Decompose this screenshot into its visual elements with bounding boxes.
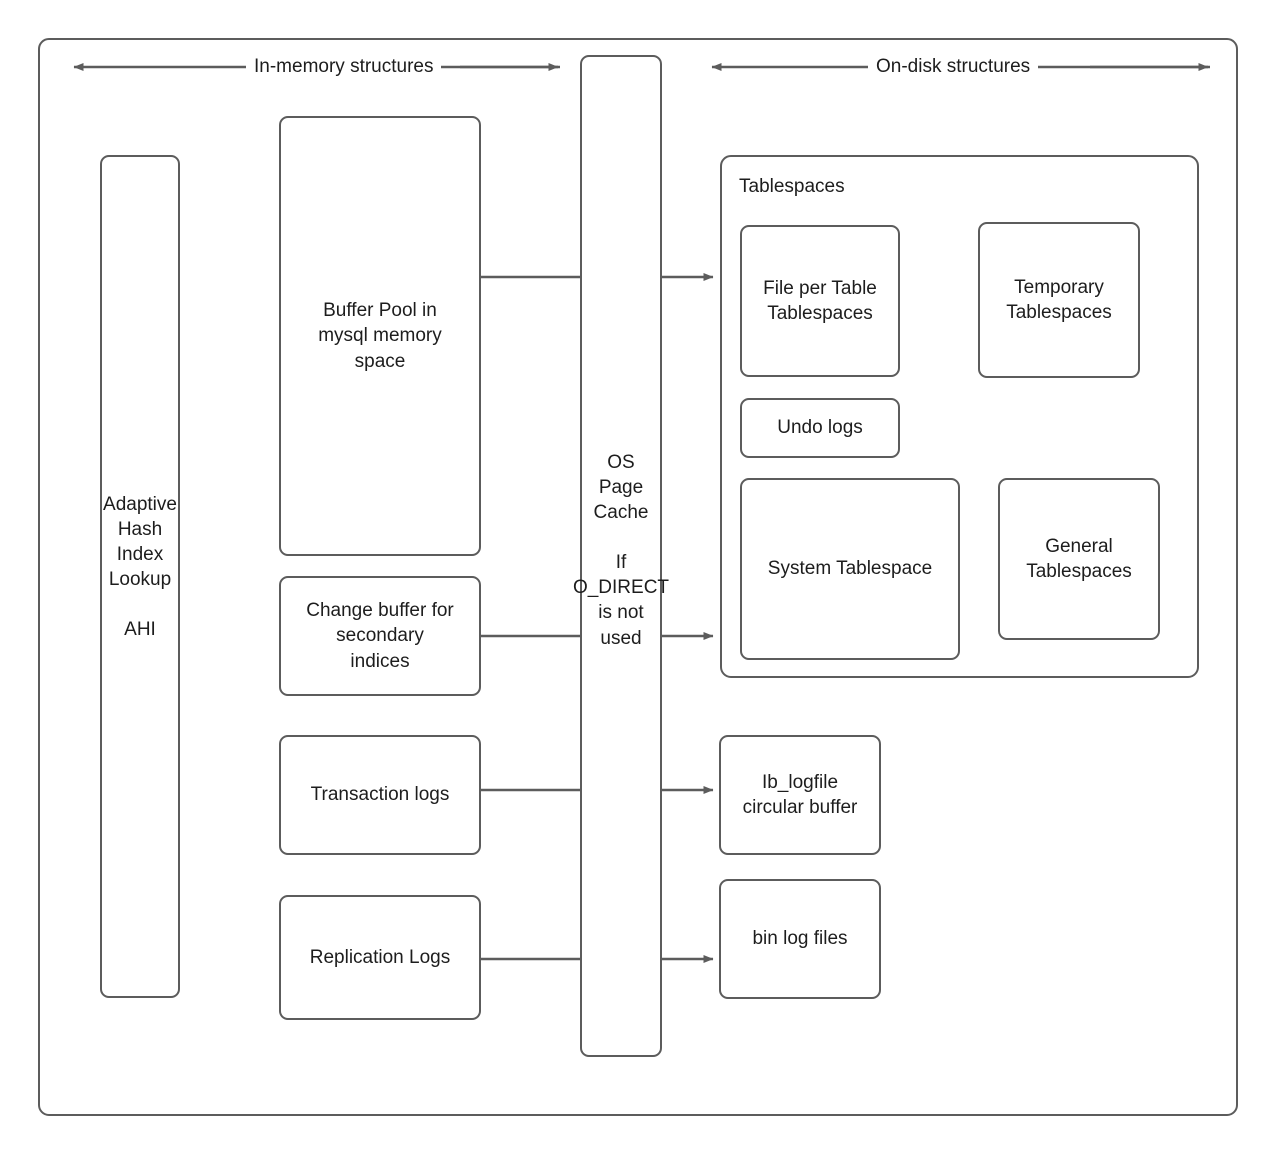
axis-label-on-disk: On-disk structures <box>868 56 1039 78</box>
axis-label-in-memory: In-memory structures <box>246 56 442 78</box>
outer-frame <box>38 38 1238 1116</box>
group-tablespaces <box>720 155 1199 678</box>
box-undo-logs[interactable]: Undo logs <box>740 398 900 458</box>
box-general-tablespaces[interactable]: General Tablespaces <box>998 478 1160 640</box>
box-system-tablespace[interactable]: System Tablespace <box>740 478 960 660</box>
box-temporary-tablespaces[interactable]: Temporary Tablespaces <box>978 222 1140 378</box>
box-os-page-cache[interactable] <box>580 55 662 1057</box>
box-bin-log-files[interactable]: bin log files <box>719 879 881 999</box>
group-tablespaces-title: Tablespaces <box>739 176 845 197</box>
box-ib-logfile[interactable]: Ib_logfile circular buffer <box>719 735 881 855</box>
box-change-buffer[interactable]: Change buffer for secondary indices <box>279 576 481 696</box>
box-buffer-pool[interactable]: Buffer Pool in mysql memory space <box>279 116 481 556</box>
box-file-per-table-tablespaces[interactable]: File per Table Tablespaces <box>740 225 900 377</box>
box-transaction-logs[interactable]: Transaction logs <box>279 735 481 855</box>
box-adaptive-hash-index[interactable] <box>100 155 180 998</box>
box-replication-logs[interactable]: Replication Logs <box>279 895 481 1020</box>
